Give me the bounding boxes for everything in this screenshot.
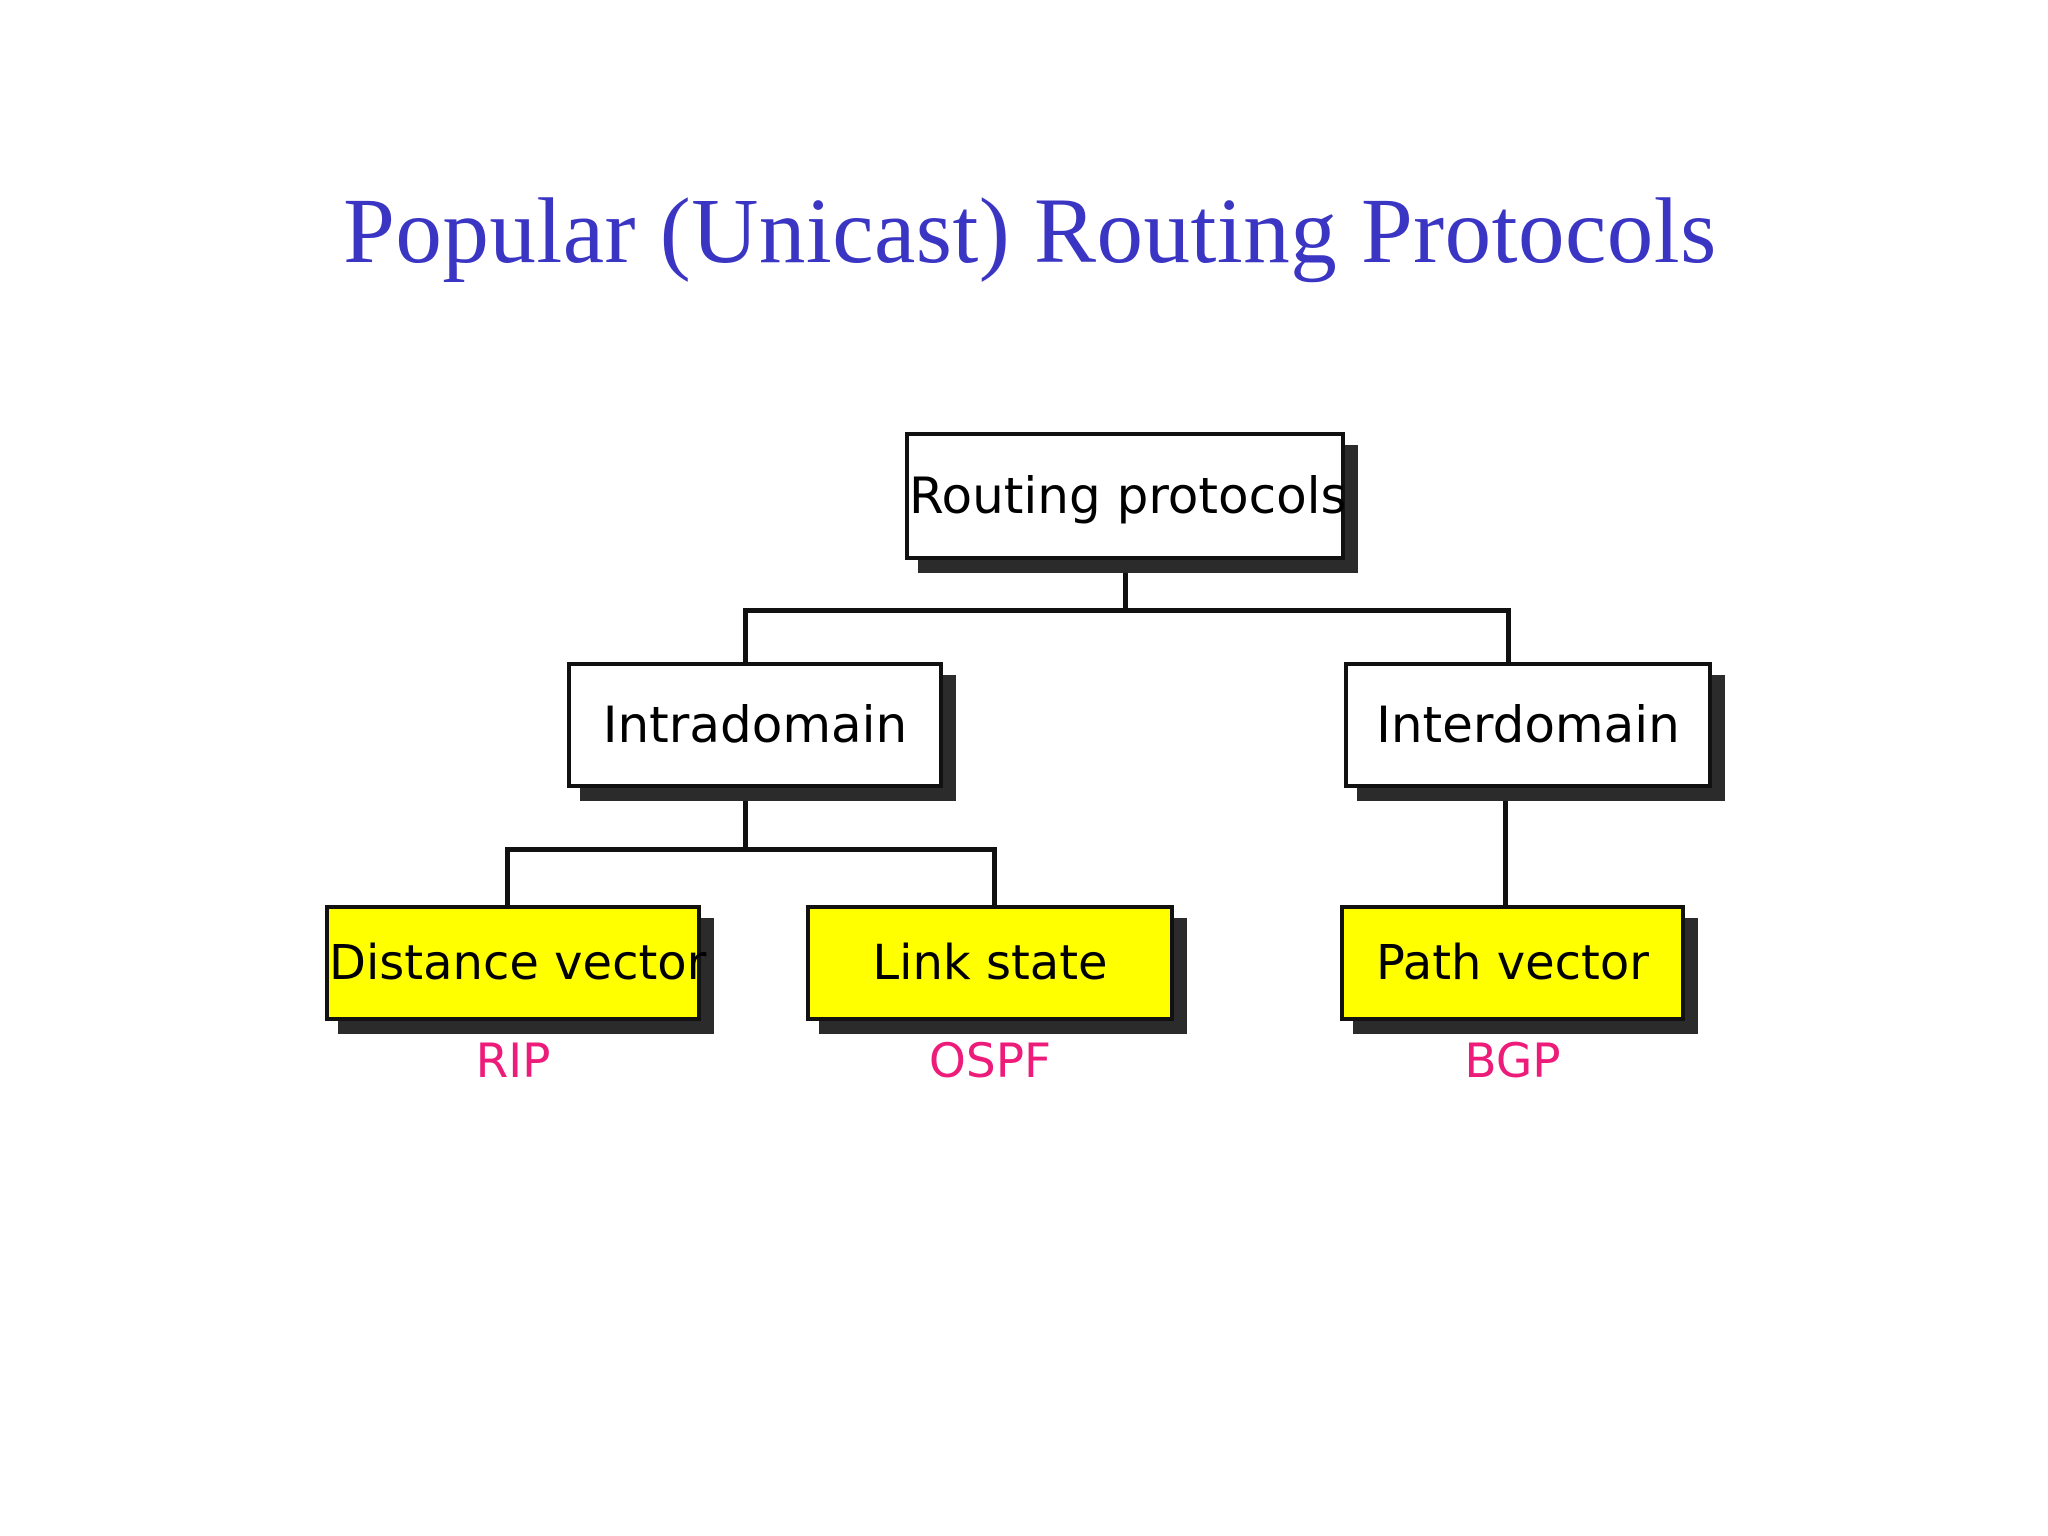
node-path-vector-label: Path vector <box>1376 935 1649 991</box>
caption-rip: RIP <box>475 1034 551 1089</box>
connector-to-distance-vector <box>505 847 510 907</box>
connector-to-interdomain <box>1506 608 1511 664</box>
node-routing-protocols[interactable]: Routing protocols <box>905 432 1347 560</box>
node-routing-protocols-label: Routing protocols <box>909 467 1347 525</box>
node-link-state-label: Link state <box>872 935 1108 991</box>
page-title: Popular (Unicast) Routing Protocols <box>343 180 1717 284</box>
node-intradomain[interactable]: Intradomain <box>567 662 943 788</box>
connector-to-path-vector <box>1503 788 1508 907</box>
node-interdomain[interactable]: Interdomain <box>1344 662 1712 788</box>
caption-bgp: BGP <box>1464 1034 1561 1089</box>
node-distance-vector[interactable]: Distance vector <box>325 905 707 1021</box>
connector-level2-bus <box>505 847 997 852</box>
caption-ospf: OSPF <box>928 1034 1052 1089</box>
node-distance-vector-label: Distance vector <box>329 935 707 991</box>
connector-root-stem <box>1123 560 1128 612</box>
node-intradomain-label: Intradomain <box>602 696 908 754</box>
node-link-state[interactable]: Link state <box>806 905 1174 1021</box>
connector-to-link-state <box>992 847 997 907</box>
node-path-vector[interactable]: Path vector <box>1340 905 1685 1021</box>
node-interdomain-label: Interdomain <box>1376 696 1680 754</box>
connector-to-intradomain <box>743 608 748 664</box>
connector-level1-bus <box>743 608 1511 613</box>
connector-intradomain-stem <box>743 788 748 850</box>
